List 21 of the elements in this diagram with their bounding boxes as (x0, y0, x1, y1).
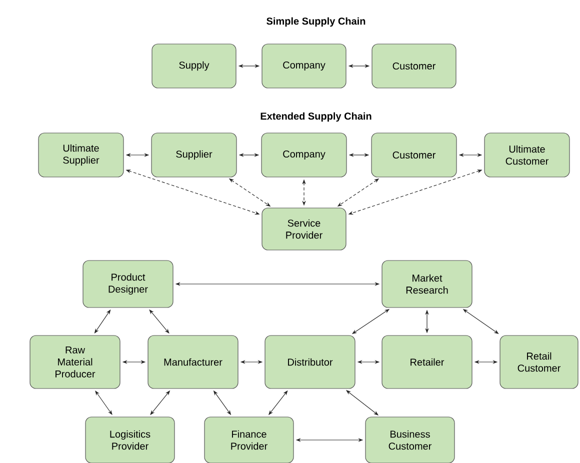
process-box: Logisitics Provider (85, 416, 175, 463)
process-box: Supplier (151, 132, 237, 178)
process-box: Customer (371, 132, 457, 178)
process-box: Raw Material Producer (30, 335, 120, 389)
process-box: Service Provider (262, 208, 346, 250)
process-box: Ultimate Supplier (38, 132, 124, 178)
process-box: Supply (152, 44, 236, 88)
process-box: Company (261, 132, 347, 178)
process-box: Finance Provider (204, 416, 294, 463)
process-box: Retail Customer (500, 335, 578, 389)
process-box: Retailer (382, 335, 472, 389)
process-box: Product Designer (82, 260, 174, 308)
process-box: Business Customer (365, 416, 455, 463)
process-box: Company (262, 44, 346, 88)
heading: Extended Supply Chain (260, 112, 372, 122)
process-box: Distributor (264, 335, 356, 389)
process-box: Ultimate Customer (484, 132, 570, 178)
process-box: Market Research (382, 260, 472, 308)
heading: Simple Supply Chain (266, 17, 366, 27)
process-box: Manufacturer (148, 335, 238, 389)
process-box: Customer (372, 44, 456, 88)
